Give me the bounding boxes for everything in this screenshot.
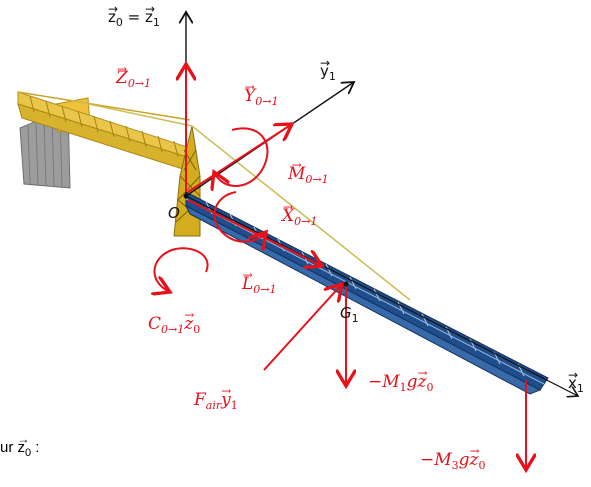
x1-axis-label: →x1 [568,368,584,395]
z-axis-label: →z0 = →z1 [108,2,160,29]
arrow-y01 [187,124,292,193]
reference-axes [184,12,579,396]
weight-m1g-label: −M1g→z0 [368,366,434,394]
moment-m01 [214,127,269,186]
moment-c01-label: C0→1→z0 [148,308,201,336]
counter-jib [17,91,191,189]
force-fair-label: Fair→y1 [194,384,238,412]
origin-point [183,193,189,199]
origin-label: O [168,204,180,222]
force-z01-label: →Z0→1 [116,62,152,90]
y1-axis-label: →y1 [320,56,336,83]
x1-axis [185,195,578,396]
force-y01-label: →Y0→1 [244,80,279,108]
arrow-fair [263,284,342,371]
force-arrows [154,64,526,470]
moment-l01-label: →L0→1 [242,268,277,296]
moment-m01-label: →M0→1 [288,158,329,186]
g1-point [343,281,349,287]
caption-fragment: ur →z0 : [0,432,40,459]
g1-label: G1 [340,304,359,325]
force-x01-label: →X0→1 [282,200,318,228]
moment-c01 [154,247,209,292]
weight-m3g-label: −M3g→z0 [420,444,486,472]
main-jib [184,191,549,395]
moment-l01 [213,191,266,242]
